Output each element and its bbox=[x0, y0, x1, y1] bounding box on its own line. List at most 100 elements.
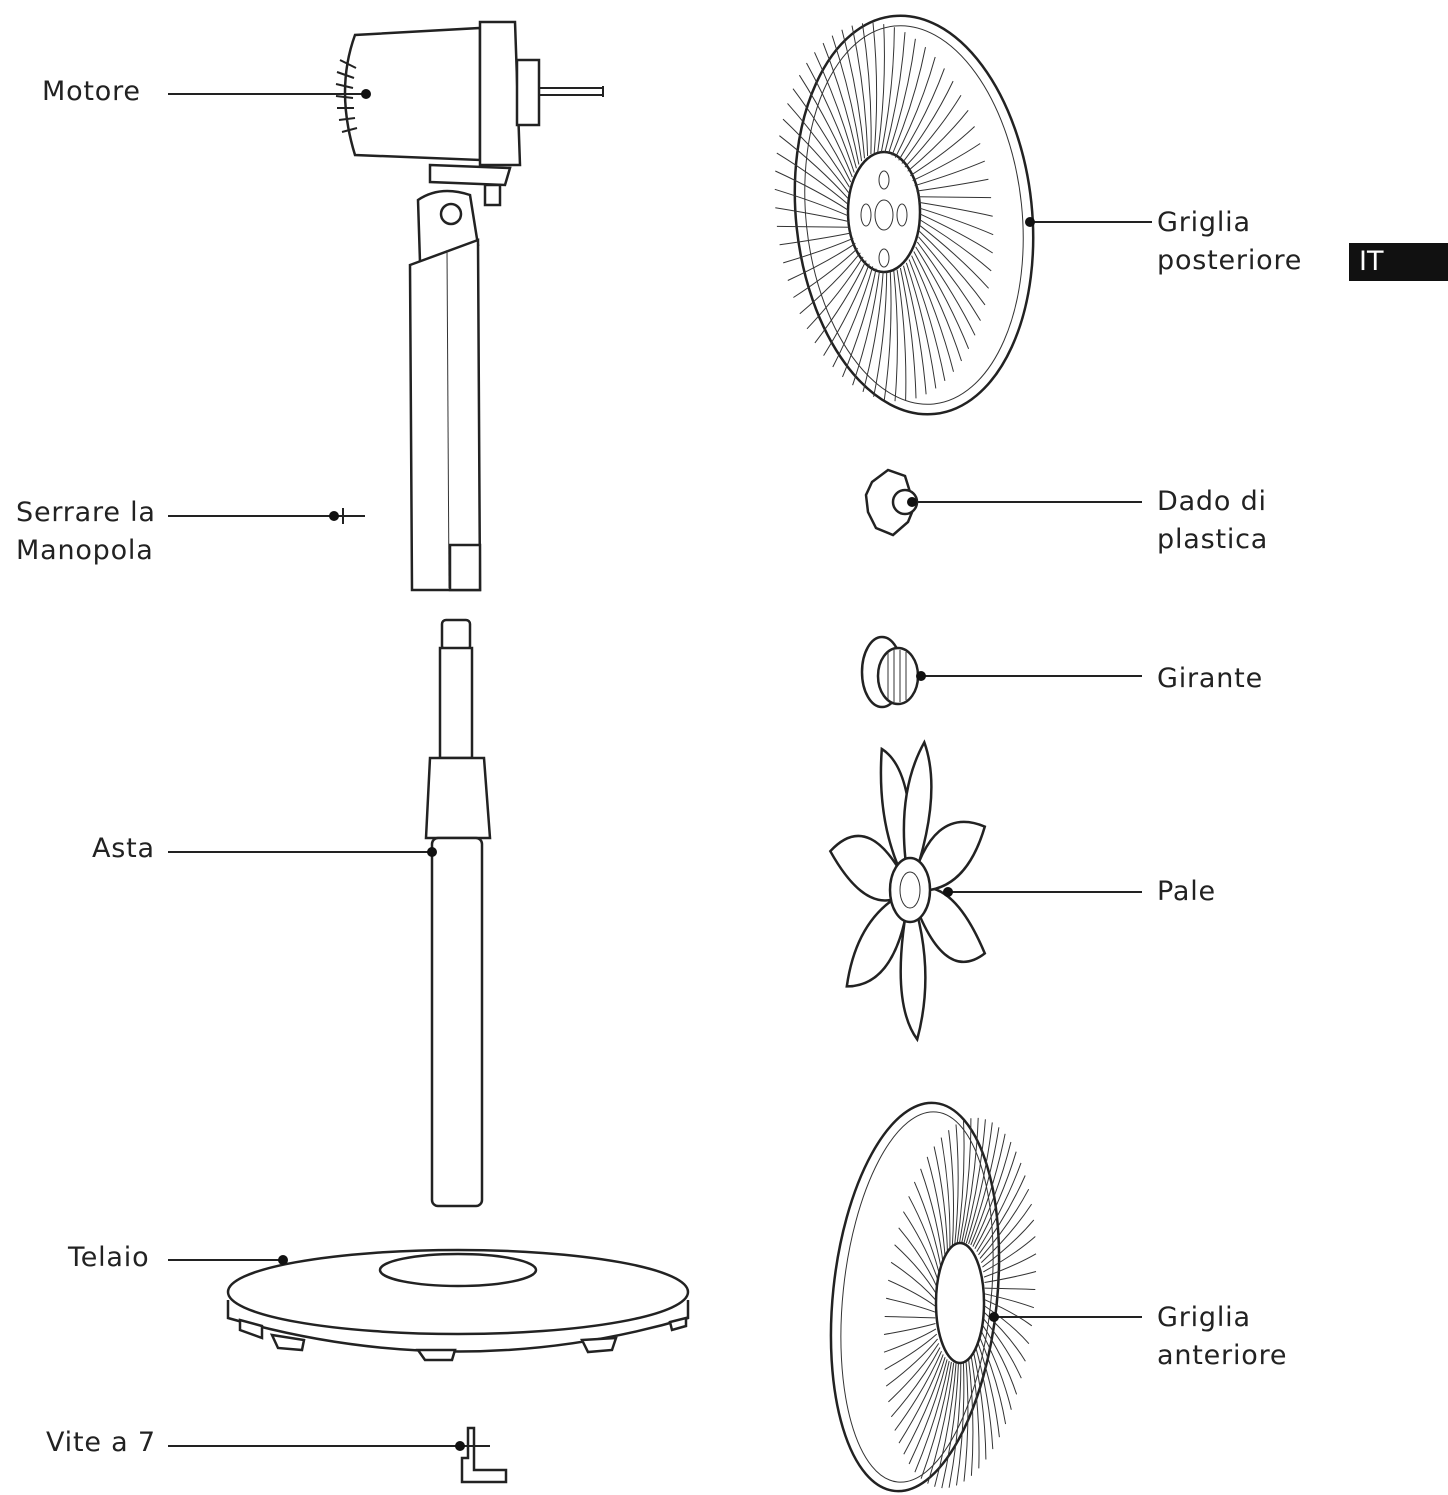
base-illustration bbox=[226, 1248, 690, 1362]
grille-spoke bbox=[893, 270, 898, 402]
grille-spoke bbox=[910, 126, 975, 177]
fan-blade bbox=[908, 820, 987, 892]
grille-spoke bbox=[948, 1130, 955, 1253]
grille-spoke bbox=[926, 1156, 946, 1264]
grille-spoke bbox=[774, 188, 849, 217]
grille-spoke bbox=[927, 1362, 955, 1484]
grille-spoke bbox=[888, 1343, 940, 1403]
grille-spoke bbox=[979, 1188, 1030, 1259]
label-vite: Vite a 7 bbox=[46, 1427, 156, 1458]
grille-spoke bbox=[979, 1327, 1012, 1410]
grille-spoke bbox=[887, 38, 916, 154]
grille-spoke bbox=[982, 1219, 1035, 1268]
grille-spoke bbox=[971, 1346, 987, 1460]
grille-spoke bbox=[920, 1362, 952, 1479]
grille-spoke bbox=[885, 1297, 936, 1313]
grille-spoke bbox=[898, 1227, 939, 1290]
grille-spoke bbox=[903, 1357, 946, 1455]
grille-spoke bbox=[775, 170, 849, 211]
grille-spoke bbox=[798, 74, 853, 178]
motor-illustration bbox=[335, 20, 604, 264]
grille-spoke bbox=[981, 1316, 1022, 1379]
grille-spoke bbox=[852, 270, 881, 386]
grille-spoke bbox=[916, 241, 976, 336]
grille-spoke bbox=[877, 24, 885, 153]
grille-spoke bbox=[980, 1322, 1018, 1395]
screw-7-illustration bbox=[452, 1426, 508, 1484]
grille-spoke bbox=[974, 1151, 1017, 1250]
grille-spoke bbox=[898, 1354, 944, 1444]
grille-spoke bbox=[934, 1362, 957, 1487]
grille-spoke bbox=[983, 1305, 1030, 1345]
grille-spoke bbox=[963, 1356, 969, 1482]
grille-spoke bbox=[920, 219, 992, 272]
grille-spoke bbox=[894, 56, 936, 158]
grille-spoke bbox=[883, 1328, 937, 1353]
grille-spoke bbox=[787, 103, 850, 188]
grille-spoke bbox=[984, 1299, 1033, 1327]
grille-spoke bbox=[793, 247, 859, 298]
grille-spoke bbox=[984, 1287, 1036, 1290]
grille-spoke bbox=[933, 1146, 949, 1260]
grille-spoke bbox=[984, 1293, 1035, 1309]
grille-spoke bbox=[884, 1316, 936, 1319]
label-griglia-anteriore-line2: anteriore bbox=[1157, 1340, 1288, 1371]
grille-spoke bbox=[983, 1253, 1037, 1278]
grille-spoke bbox=[967, 1353, 974, 1476]
grille-spoke bbox=[832, 266, 874, 368]
grille-spoke bbox=[894, 1351, 942, 1431]
grille-spoke bbox=[974, 1342, 994, 1450]
grille-spoke bbox=[887, 1279, 936, 1307]
grille-spoke bbox=[919, 213, 993, 254]
language-tab: IT bbox=[1349, 243, 1448, 281]
grille-spoke bbox=[862, 271, 884, 393]
grille-spoke bbox=[969, 1350, 980, 1469]
grille-spoke bbox=[787, 242, 856, 281]
fan-blade bbox=[899, 885, 927, 1043]
grille-spoke bbox=[792, 88, 852, 183]
grille-spoke bbox=[963, 1119, 986, 1244]
label-telaio: Telaio bbox=[68, 1242, 150, 1273]
label-griglia-anteriore-line1: Griglia bbox=[1157, 1302, 1251, 1333]
grille-spoke bbox=[914, 160, 985, 187]
grille-spoke bbox=[898, 68, 945, 161]
grille-spoke bbox=[968, 1127, 1000, 1245]
grille-spoke bbox=[901, 80, 954, 164]
grille-spoke bbox=[913, 1181, 943, 1273]
rod-illustration bbox=[424, 618, 492, 1208]
grille-spoke bbox=[956, 1120, 965, 1247]
grille-spoke bbox=[883, 271, 892, 400]
grille-spoke bbox=[814, 52, 857, 169]
grille-spoke bbox=[908, 1359, 948, 1465]
grille-spoke bbox=[822, 42, 860, 165]
grille-spoke bbox=[941, 1361, 959, 1489]
grille-spoke bbox=[958, 1118, 972, 1246]
grille-spoke bbox=[873, 271, 888, 397]
label-serrare-line1: Serrare la bbox=[16, 497, 156, 528]
grille-spoke bbox=[779, 135, 849, 199]
blades-illustration bbox=[828, 739, 987, 1043]
leader-lines bbox=[168, 89, 1152, 1451]
grille-spoke bbox=[841, 29, 865, 159]
label-pale: Pale bbox=[1157, 876, 1216, 907]
grille-spoke bbox=[956, 1359, 965, 1486]
grille-spoke bbox=[799, 252, 861, 315]
grille-spoke bbox=[861, 23, 872, 155]
grille-spoke bbox=[953, 1124, 959, 1250]
label-motore: Motore bbox=[42, 76, 141, 107]
grille-spoke bbox=[894, 1244, 938, 1295]
grille-spoke bbox=[912, 143, 981, 182]
grille-spoke bbox=[782, 118, 849, 193]
grille-spoke bbox=[891, 47, 926, 156]
label-asta: Asta bbox=[92, 833, 155, 864]
grille-spoke bbox=[904, 94, 962, 168]
grille-spoke bbox=[978, 1175, 1026, 1256]
label-dado-line2: plastica bbox=[1157, 524, 1269, 555]
grille-spoke bbox=[896, 269, 907, 401]
grille-spoke bbox=[890, 1347, 941, 1418]
grille-spoke bbox=[814, 260, 867, 344]
grille-spoke bbox=[918, 236, 981, 321]
label-serrare-line2: Manopola bbox=[16, 535, 154, 566]
grille-spoke bbox=[902, 1211, 940, 1284]
